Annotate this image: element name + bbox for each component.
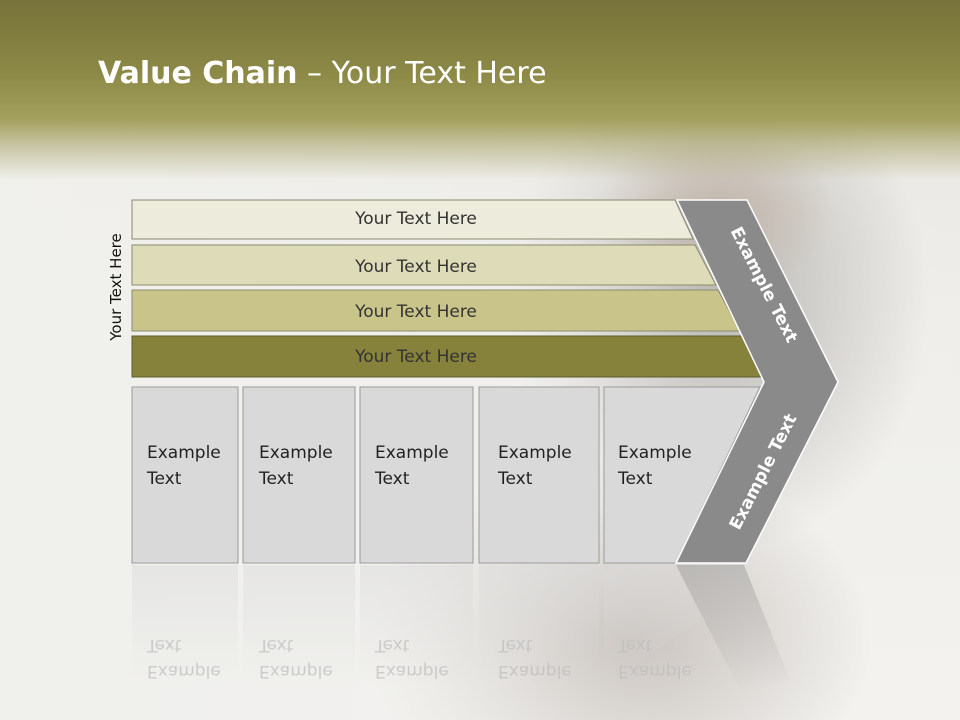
box-3-text: Example Text (375, 443, 449, 489)
title-bold: Value Chain (98, 56, 298, 91)
box-4-text: Example Text (498, 443, 572, 489)
box-2-text: Example Text (259, 443, 333, 489)
box-5-text-reflection: Example Text (618, 635, 692, 681)
row-label-3: Your Text Here (355, 302, 477, 322)
box-3-text-reflection: Example Text (375, 635, 449, 681)
chevron-reflection (676, 565, 790, 690)
box-2-text-reflection: Example Text (259, 635, 333, 681)
page-title: Value Chain – Your Text Here (98, 56, 547, 91)
box-5-text: Example Text (618, 443, 692, 489)
box-5-reflection (604, 565, 700, 685)
box-1[interactable] (131, 386, 239, 564)
row-bar-1[interactable] (131, 199, 694, 240)
row-label-1: Your Text Here (355, 209, 477, 229)
row-bar-2[interactable] (131, 244, 717, 286)
header-band (0, 0, 960, 180)
box-4-reflection (479, 565, 599, 685)
row-label-4: Your Text Here (355, 347, 477, 367)
box-2[interactable] (242, 386, 356, 564)
box-3[interactable] (359, 386, 474, 564)
title-rest: – Your Text Here (297, 56, 547, 91)
box-3-reflection (360, 565, 473, 685)
box-4-text-reflection: Example Text (498, 635, 572, 681)
chevron-arrow[interactable] (674, 199, 839, 564)
box-1-text: Example Text (147, 443, 221, 489)
row-label-2: Your Text Here (355, 257, 477, 277)
box-1-text-reflection: Example Text (147, 635, 221, 681)
box-4[interactable] (478, 386, 600, 564)
box-1-reflection (132, 565, 238, 685)
box-2-reflection (243, 565, 355, 685)
